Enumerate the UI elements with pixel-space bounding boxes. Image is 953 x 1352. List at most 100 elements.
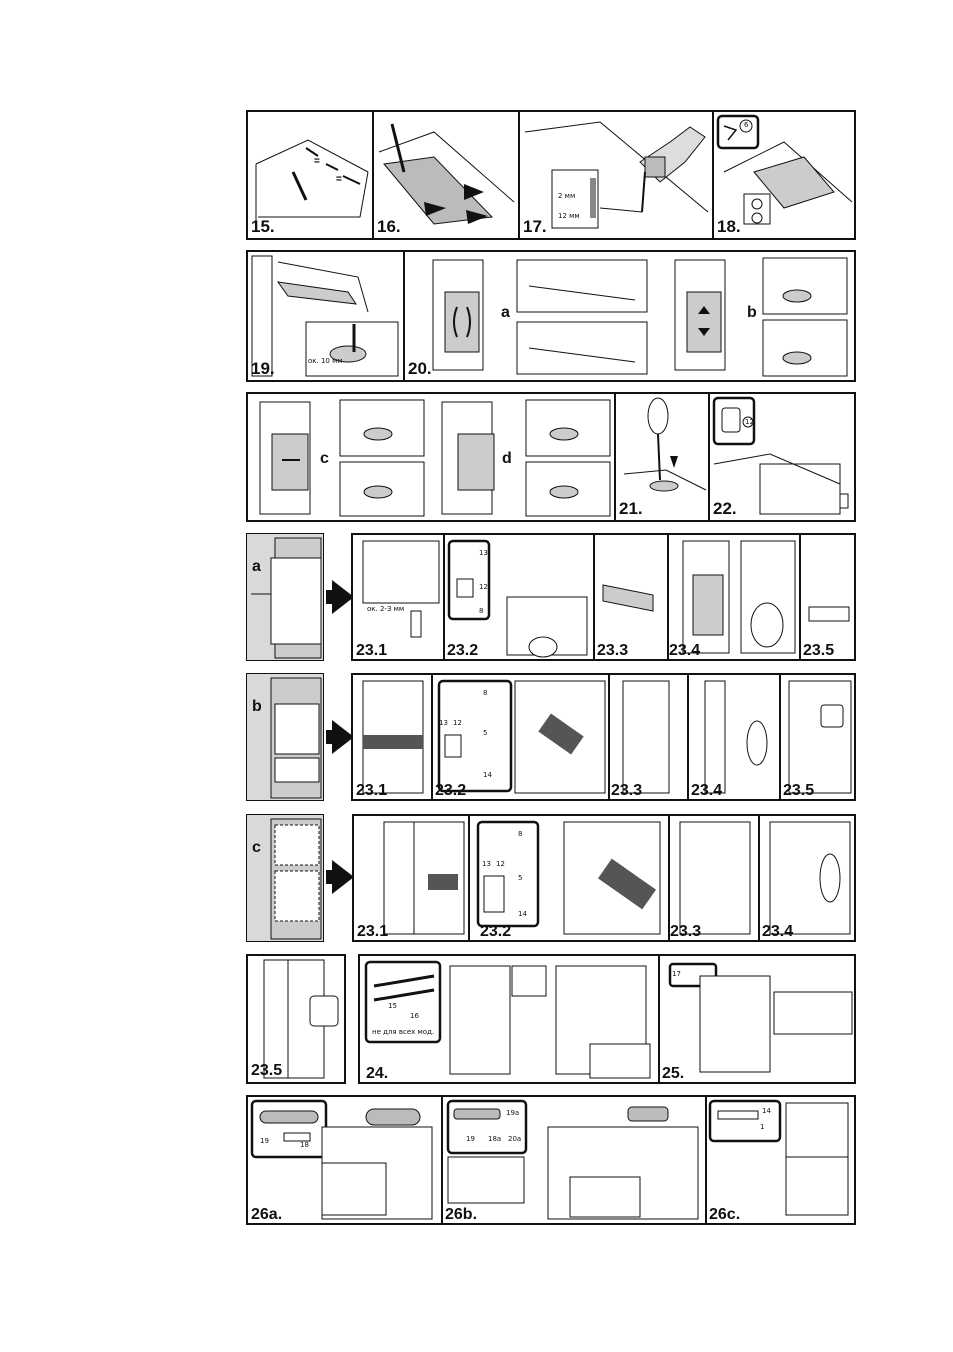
step-label-23-2-b: 23.2	[435, 783, 466, 799]
variant-letter-c: c	[320, 450, 329, 468]
step-label-23-1-c: 23.1	[357, 924, 388, 940]
step-22-panel: 12 22.	[710, 394, 854, 520]
badge-12-b: 12	[453, 719, 462, 727]
dim-10mm: ок. 10 мм	[308, 357, 343, 365]
svg-text:=: =	[336, 174, 342, 185]
step-label-23-3-c: 23.3	[670, 924, 701, 940]
step-label-23-3-b: 23.3	[611, 783, 642, 799]
step-label-23-1-b: 23.1	[356, 783, 387, 799]
badge-17: 17	[672, 970, 681, 978]
badge-8-b: 8	[483, 689, 487, 697]
badge-8-c: 8	[518, 830, 522, 838]
badge-12: 12	[745, 418, 754, 426]
step-19-panel: ок. 10 мм 19.	[248, 252, 403, 380]
arrow-c-head	[332, 860, 354, 894]
variant-b-fridge-illustration	[247, 674, 324, 801]
variant-b-fridge: b	[246, 673, 324, 801]
step-label-17: 17.	[523, 219, 547, 235]
row-2-frame: ок. 10 мм 19. a b 20.	[246, 250, 856, 382]
variant-a-fridge-illustration	[247, 534, 324, 661]
row-letter-b: b	[252, 698, 262, 716]
step-17-panel: 2 мм 12 мм 17.	[520, 112, 712, 238]
svg-text:=: =	[314, 156, 320, 167]
variant-c-fridge-illustration	[247, 815, 324, 942]
badge-13-c: 13	[482, 860, 491, 868]
step-label-21: 21.	[619, 501, 643, 517]
variant-c-fridge: c	[246, 814, 324, 942]
badge-13-b: 13	[439, 719, 448, 727]
step-20-illustration	[405, 252, 854, 380]
step-label-23-1-a: 23.1	[356, 643, 387, 659]
row-6-illustration	[354, 816, 856, 940]
badge-20a: 20a	[508, 1135, 521, 1143]
step-17-illustration	[520, 112, 712, 238]
step-21-panel: 21.	[616, 394, 708, 520]
badge-15: 15	[388, 1002, 397, 1010]
badge-5-c: 5	[518, 874, 522, 882]
step-label-23-2-a: 23.2	[447, 643, 478, 659]
row-8-illustration	[248, 1097, 854, 1223]
row-4-frame: ок. 2-3 мм 13 12 8 23.1 23.2 23.3 23.4 2…	[351, 533, 856, 661]
variants-cd-illustration	[248, 394, 614, 520]
badge-16: 16	[410, 1012, 419, 1020]
badge-19-b: 19	[466, 1135, 475, 1143]
badge-19: 19	[260, 1137, 269, 1145]
badge-8-a: 8	[479, 607, 483, 615]
step-label-23-4-c: 23.4	[762, 924, 793, 940]
step-label-26b: 26b.	[445, 1207, 477, 1223]
row-7-frame: 15 16 17 не для всех мод. 24. 25.	[358, 954, 856, 1084]
step-label-23-5-b: 23.5	[783, 783, 814, 799]
row-4-illustration	[353, 535, 856, 659]
row-5-illustration	[353, 675, 856, 799]
row-5-frame: 8 13 12 5 14 23.1 23.2 23.3 23.4 23.5	[351, 673, 856, 801]
row-3-frame: c d 21. 12 22.	[246, 392, 856, 522]
step-23-5-c-frame: 23.5	[246, 954, 346, 1084]
variant-letter-a: a	[501, 304, 510, 322]
badge-19a: 19a	[506, 1109, 519, 1117]
badge-14-26c: 14	[762, 1107, 771, 1115]
badge-12-a: 12	[479, 583, 488, 591]
step-16-panel: 16.	[374, 112, 518, 238]
dim-2mm: 2 мм	[558, 192, 575, 200]
variant-letter-b: b	[747, 304, 757, 322]
step-label-25: 25.	[662, 1066, 684, 1082]
note-not-all-models: не для всех мод.	[372, 1028, 434, 1036]
badge-6: 6	[744, 121, 748, 129]
step-label-22: 22.	[713, 501, 737, 517]
step-label-16: 16.	[377, 219, 401, 235]
badge-1: 1	[760, 1123, 764, 1131]
step-label-26c: 26c.	[709, 1207, 740, 1223]
badge-5-b: 5	[483, 729, 487, 737]
step-label-15: 15.	[251, 219, 275, 235]
step-label-26a: 26a.	[251, 1207, 282, 1223]
step-15-panel: = = 15.	[248, 112, 372, 238]
badge-18: 18	[300, 1141, 309, 1149]
row-6-frame: 8 13 12 5 14 23.1 23.2 23.3 23.4	[352, 814, 856, 942]
badge-18a: 18a	[488, 1135, 501, 1143]
row-letter-a: a	[252, 558, 261, 576]
step-18-panel: 6 18.	[714, 112, 854, 238]
row-letter-c: c	[252, 839, 261, 857]
row-7-illustration	[360, 956, 856, 1082]
dim-2-3mm: ок. 2-3 мм	[367, 605, 404, 613]
step-20-panel: a b 20.	[405, 252, 854, 380]
variant-a-fridge: a	[246, 533, 324, 661]
variant-letter-d: d	[502, 450, 512, 468]
step-label-23-4-a: 23.4	[669, 643, 700, 659]
step-label-20: 20.	[408, 361, 432, 377]
step-label-23-4-b: 23.4	[691, 783, 722, 799]
badge-12-c: 12	[496, 860, 505, 868]
row-1-frame: = = 15. 16. 2 мм 12 мм 17.	[246, 110, 856, 240]
row-8-frame: 19 18 19a 19 18a 20a 14 1 26a. 26b. 26c.	[246, 1095, 856, 1225]
step-label-23-2-c: 23.2	[480, 924, 511, 940]
dim-12mm: 12 мм	[558, 212, 580, 220]
step-label-23-3-a: 23.3	[597, 643, 628, 659]
variants-cd-panel: c d	[248, 394, 614, 520]
badge-14-c: 14	[518, 910, 527, 918]
step-label-23-5-c: 23.5	[251, 1063, 282, 1079]
step-label-23-5-a: 23.5	[803, 643, 834, 659]
step-label-24: 24.	[366, 1066, 388, 1082]
badge-13-a: 13	[479, 549, 488, 557]
step-label-18: 18.	[717, 219, 741, 235]
badge-14-b: 14	[483, 771, 492, 779]
